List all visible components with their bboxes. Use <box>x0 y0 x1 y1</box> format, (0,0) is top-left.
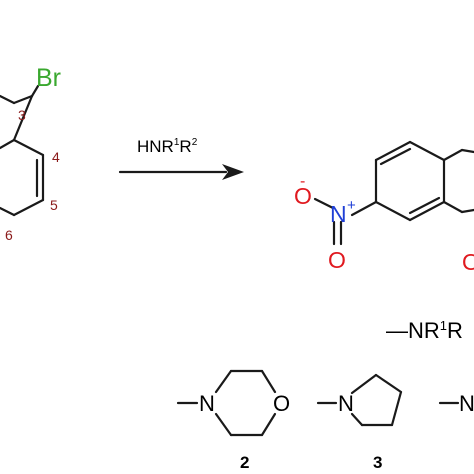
morpholine-nitrogen: N <box>199 391 215 416</box>
bond <box>374 373 403 394</box>
locant-6: 6 <box>5 227 13 243</box>
bond <box>374 200 412 222</box>
arrow-head <box>222 164 244 180</box>
compound-number-3: 3 <box>373 453 382 472</box>
bond <box>214 412 233 437</box>
cut-oxygen-label: O <box>462 249 474 275</box>
bond <box>0 94 16 105</box>
compound-number-2: 2 <box>240 453 249 472</box>
bond <box>374 140 412 162</box>
bond <box>390 390 403 427</box>
reactant-molecule: Br 3 4 5 6 <box>0 64 61 243</box>
bond-to-bromine <box>30 84 40 98</box>
nitro-oxygen-bottom: O <box>328 247 346 273</box>
bond <box>460 148 474 154</box>
bond <box>12 94 34 142</box>
bond-double-inner <box>379 147 412 166</box>
bond <box>350 412 364 427</box>
bond <box>0 206 16 217</box>
oxygen-minus-charge: - <box>300 173 305 190</box>
bond-n-o-single <box>313 197 335 210</box>
locant-3: 3 <box>18 107 26 123</box>
locant-4: 4 <box>52 149 60 165</box>
nitro-oxygen-top: O <box>294 183 312 209</box>
nitro-nitrogen: N <box>330 201 347 227</box>
product-molecule: O - N + O O <box>294 140 474 275</box>
bromine-label: Br <box>36 64 61 92</box>
third-amine-nitrogen: N <box>459 391 474 416</box>
bond <box>260 412 277 437</box>
locant-5: 5 <box>50 197 58 213</box>
nitrogen-plus-charge: + <box>347 197 356 214</box>
amine-pyrrolidine: N 3 <box>316 373 403 472</box>
bond <box>12 94 34 105</box>
bond <box>442 148 464 162</box>
bond <box>214 369 233 394</box>
bond-ring-to-nitro <box>350 200 378 217</box>
bond-double-inner <box>408 196 441 215</box>
amine-morpholine: N O 2 <box>176 369 290 472</box>
bond <box>0 138 16 150</box>
bond <box>460 208 474 214</box>
amine-third: N <box>438 391 474 416</box>
bond <box>442 200 464 214</box>
bond <box>12 198 45 217</box>
pyrrolidine-nitrogen: N <box>338 391 354 416</box>
substituent-label: —NR1R <box>386 318 463 343</box>
bond <box>408 140 446 162</box>
reaction-arrow: HNR1R2 <box>118 137 244 180</box>
bond <box>260 369 277 394</box>
bond <box>350 373 378 395</box>
bond <box>12 138 45 157</box>
bond <box>408 200 446 222</box>
morpholine-oxygen: O <box>273 391 290 416</box>
reagent-label: HNR1R2 <box>137 137 198 156</box>
